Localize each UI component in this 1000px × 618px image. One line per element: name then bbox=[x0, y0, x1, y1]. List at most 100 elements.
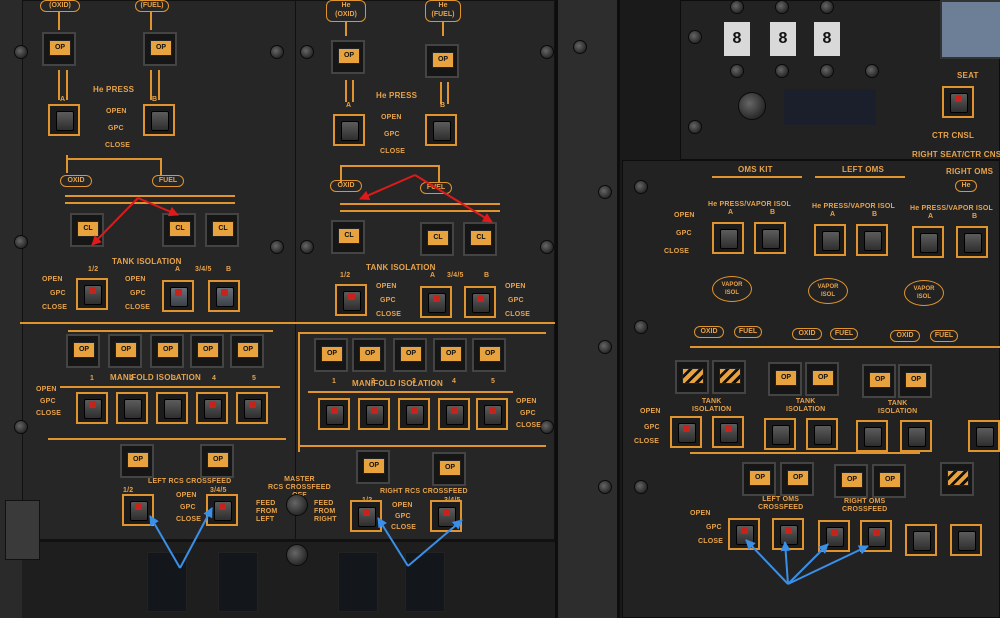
mid-he-press-b-switch[interactable] bbox=[425, 114, 457, 146]
lower-knob[interactable] bbox=[286, 544, 308, 566]
oms-kit-fuel-label: FUEL bbox=[734, 326, 762, 338]
talkback-flag: OP bbox=[841, 472, 863, 488]
left-oms-cf-a-switch[interactable] bbox=[728, 518, 760, 550]
right-oms-cf-b-switch[interactable] bbox=[860, 520, 892, 552]
screw bbox=[14, 235, 28, 249]
oms-kit-tank-a-switch[interactable] bbox=[670, 416, 702, 448]
mid-crossfeed-345-switch[interactable] bbox=[430, 500, 462, 532]
left-manifold-1-switch[interactable] bbox=[76, 392, 108, 424]
left-tank-iso-345a-switch[interactable] bbox=[162, 280, 194, 312]
left-oms-a-switch[interactable] bbox=[814, 224, 846, 256]
talkback-flag: OP bbox=[115, 342, 137, 358]
pos-open-label: OPEN bbox=[176, 492, 197, 499]
pos-close-label: CLOSE bbox=[664, 248, 690, 255]
timer-knob[interactable] bbox=[730, 0, 744, 14]
mid-manifold-1-switch[interactable] bbox=[318, 398, 350, 430]
partial-switch[interactable] bbox=[950, 524, 982, 556]
mid-manifold-3-switch[interactable] bbox=[398, 398, 430, 430]
mid-manifold-4-switch[interactable] bbox=[438, 398, 470, 430]
left-manifold-4-switch[interactable] bbox=[196, 392, 228, 424]
left-oms-cf-b-switch[interactable] bbox=[772, 518, 804, 550]
master-crossfeed-knob[interactable] bbox=[286, 494, 308, 516]
oms-kit-b-switch[interactable] bbox=[754, 222, 786, 254]
right-oms-tank-b-switch[interactable] bbox=[900, 420, 932, 452]
oms-kit-tank-b-switch[interactable] bbox=[712, 416, 744, 448]
partial-switch[interactable] bbox=[905, 524, 937, 556]
talkback-flag: OP bbox=[73, 342, 95, 358]
mid-manifold-2-switch[interactable] bbox=[358, 398, 390, 430]
left-tank-iso-345b-switch[interactable] bbox=[208, 280, 240, 312]
trace bbox=[150, 70, 152, 100]
right-oms-b-switch[interactable] bbox=[956, 226, 988, 258]
talkback-flag: CL bbox=[338, 228, 360, 244]
left-oms-tank-b-talkback: OP bbox=[805, 362, 839, 396]
timer-knob[interactable] bbox=[775, 64, 789, 78]
event-timer-digit-1: 8 bbox=[722, 20, 752, 58]
right-oms-cf-a-switch[interactable] bbox=[818, 520, 850, 552]
pos-gpc-label: GPC bbox=[508, 297, 524, 304]
timer-knob[interactable] bbox=[820, 0, 834, 14]
ab-label: B bbox=[770, 209, 776, 216]
left-manifold-5-switch[interactable] bbox=[236, 392, 268, 424]
pos-open-label: OPEN bbox=[690, 510, 711, 517]
trace bbox=[68, 330, 273, 332]
seat-switch[interactable] bbox=[942, 86, 974, 118]
mid-he-press-label: He PRESS bbox=[376, 91, 418, 100]
trace bbox=[58, 12, 60, 30]
left-crossfeed-345-switch[interactable] bbox=[206, 494, 238, 526]
left-manifold-3-switch[interactable] bbox=[156, 392, 188, 424]
talkback-flag: OP bbox=[775, 370, 797, 386]
left-manifold-2-switch[interactable] bbox=[116, 392, 148, 424]
pos-open-label: OPEN bbox=[392, 502, 413, 509]
talkback-flag: OP bbox=[338, 48, 360, 64]
mid-tank-iso-345b-switch[interactable] bbox=[464, 286, 496, 318]
pos-open-label: OPEN bbox=[376, 283, 397, 290]
pos-close-label: CLOSE bbox=[105, 142, 131, 149]
pos-gpc-label: GPC bbox=[50, 290, 66, 297]
left-crossfeed-12-switch[interactable] bbox=[122, 494, 154, 526]
trace bbox=[298, 445, 546, 447]
oms-kit-vapor-isol: VAPOR ISOL bbox=[712, 276, 752, 302]
oms-kit-tank-iso-label: TANK ISOLATION bbox=[692, 398, 732, 413]
left-manifold-3-talkback: OP bbox=[150, 334, 184, 368]
timer-knob[interactable] bbox=[730, 64, 744, 78]
trace bbox=[442, 22, 444, 36]
timer-knob[interactable] bbox=[865, 64, 879, 78]
left-tank-iso-12-switch[interactable] bbox=[76, 278, 108, 310]
mid-crossfeed-12-switch[interactable] bbox=[350, 500, 382, 532]
left-he-a-label: A bbox=[60, 96, 66, 103]
timer-knob[interactable] bbox=[820, 64, 834, 78]
timer-knob[interactable] bbox=[775, 0, 789, 14]
left-he-press-label: He PRESS bbox=[93, 85, 135, 94]
left-he-a-talkback: OP bbox=[42, 32, 76, 66]
trace bbox=[65, 202, 235, 204]
partial-switch[interactable] bbox=[968, 420, 1000, 452]
left-crossfeed-345-talkback: OP bbox=[200, 444, 234, 478]
lower-window-4 bbox=[405, 552, 445, 612]
mid-tank-12-talkback: CL bbox=[331, 220, 365, 254]
mid-tank-iso-345a-switch[interactable] bbox=[420, 286, 452, 318]
mid-he-press-a-switch[interactable] bbox=[333, 114, 365, 146]
pos-close-label: CLOSE bbox=[36, 410, 62, 417]
left-oms-label: LEFT OMS bbox=[842, 165, 885, 174]
crosshair-knob[interactable] bbox=[738, 92, 766, 120]
left-oms-tank-iso-label: TANK ISOLATION bbox=[786, 398, 826, 413]
left-he-press-b-switch[interactable] bbox=[143, 104, 175, 136]
right-oms-tank-a-switch[interactable] bbox=[856, 420, 888, 452]
trace bbox=[66, 155, 68, 173]
left-manifold-4-talkback: OP bbox=[190, 334, 224, 368]
talkback-flag: OP bbox=[127, 452, 149, 468]
pos-open-label: OPEN bbox=[125, 276, 146, 283]
right-oms-a-switch[interactable] bbox=[912, 226, 944, 258]
mid-tank-iso-12-switch[interactable] bbox=[335, 284, 367, 316]
ab-label: B bbox=[972, 213, 978, 220]
left-oms-b-switch[interactable] bbox=[856, 224, 888, 256]
mid-he-a-talkback: OP bbox=[331, 40, 365, 74]
mid-he-a-label: A bbox=[346, 102, 352, 109]
left-oms-tank-a-switch[interactable] bbox=[764, 418, 796, 450]
pos-close-label: CLOSE bbox=[176, 516, 202, 523]
mid-manifold-5-switch[interactable] bbox=[476, 398, 508, 430]
left-oms-tank-b-switch[interactable] bbox=[806, 418, 838, 450]
left-he-press-a-switch[interactable] bbox=[48, 104, 80, 136]
oms-kit-a-switch[interactable] bbox=[712, 222, 744, 254]
